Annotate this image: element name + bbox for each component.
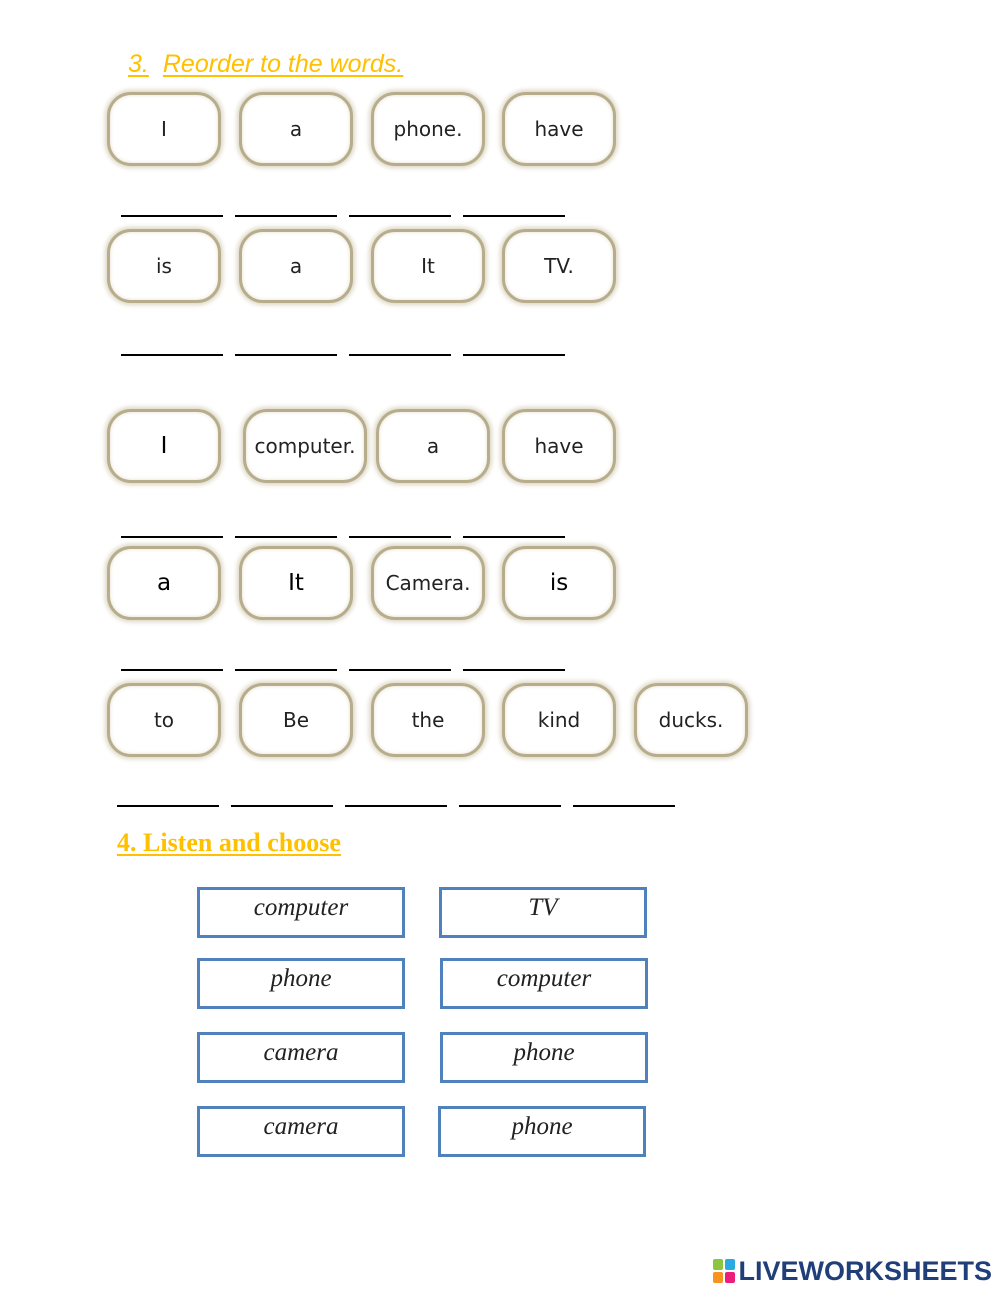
word-tile[interactable]: a <box>239 92 353 166</box>
choice-option[interactable]: camera <box>197 1032 405 1083</box>
word-tile[interactable]: I <box>107 409 221 483</box>
word-tile[interactable]: is <box>502 546 616 620</box>
word-tile[interactable]: a <box>376 409 490 483</box>
word-tile[interactable]: the <box>371 683 485 757</box>
answer-blank[interactable] <box>235 669 337 671</box>
answer-blank[interactable] <box>349 669 451 671</box>
choice-option[interactable]: TV <box>439 887 647 938</box>
word-tile[interactable]: Camera. <box>371 546 485 620</box>
word-tile[interactable]: to <box>107 683 221 757</box>
answer-blank[interactable] <box>235 536 337 538</box>
answer-blank[interactable] <box>235 354 337 356</box>
answer-blank[interactable] <box>121 536 223 538</box>
word-tile[interactable]: a <box>107 546 221 620</box>
logo-text: LIVEWORKSHEETS <box>738 1255 992 1286</box>
answer-blank[interactable] <box>459 805 561 807</box>
answer-blank[interactable] <box>463 669 565 671</box>
word-tile[interactable]: computer. <box>243 409 367 483</box>
word-tile[interactable]: ducks. <box>634 683 748 757</box>
choice-option[interactable]: camera <box>197 1106 405 1157</box>
word-tile[interactable]: have <box>502 92 616 166</box>
answer-blank[interactable] <box>573 805 675 807</box>
answer-blank[interactable] <box>349 536 451 538</box>
answer-blank[interactable] <box>463 536 565 538</box>
section-3-number: 3. <box>128 50 149 78</box>
answer-blank[interactable] <box>121 215 223 217</box>
answer-blank[interactable] <box>117 805 219 807</box>
answer-blank[interactable] <box>349 215 451 217</box>
word-tile[interactable]: TV. <box>502 229 616 303</box>
word-tile[interactable]: Be <box>239 683 353 757</box>
section-3-title: Reorder to the words. <box>162 50 404 78</box>
choice-option[interactable]: phone <box>197 958 405 1009</box>
answer-blank[interactable] <box>231 805 333 807</box>
word-tile[interactable]: phone. <box>371 92 485 166</box>
liveworksheets-logo: LIVEWORKSHEETS <box>713 1256 992 1286</box>
answer-blank[interactable] <box>345 805 447 807</box>
section-3-heading: 3. Reorder to the words. <box>128 50 403 79</box>
word-tile[interactable]: is <box>107 229 221 303</box>
word-tile[interactable]: It <box>371 229 485 303</box>
liveworksheets-logo-icon <box>713 1259 736 1283</box>
answer-blank[interactable] <box>463 215 565 217</box>
word-tile[interactable]: have <box>502 409 616 483</box>
answer-blank[interactable] <box>121 669 223 671</box>
choice-option[interactable]: phone <box>440 1032 648 1083</box>
choice-option[interactable]: computer <box>440 958 648 1009</box>
choice-option[interactable]: computer <box>197 887 405 938</box>
word-tile[interactable]: kind <box>502 683 616 757</box>
answer-blank[interactable] <box>349 354 451 356</box>
answer-blank[interactable] <box>235 215 337 217</box>
answer-blank[interactable] <box>463 354 565 356</box>
section-4-heading: 4. Listen and choose <box>117 828 341 857</box>
answer-blank[interactable] <box>121 354 223 356</box>
word-tile[interactable]: I <box>107 92 221 166</box>
word-tile[interactable]: a <box>239 229 353 303</box>
choice-option[interactable]: phone <box>438 1106 646 1157</box>
word-tile[interactable]: It <box>239 546 353 620</box>
